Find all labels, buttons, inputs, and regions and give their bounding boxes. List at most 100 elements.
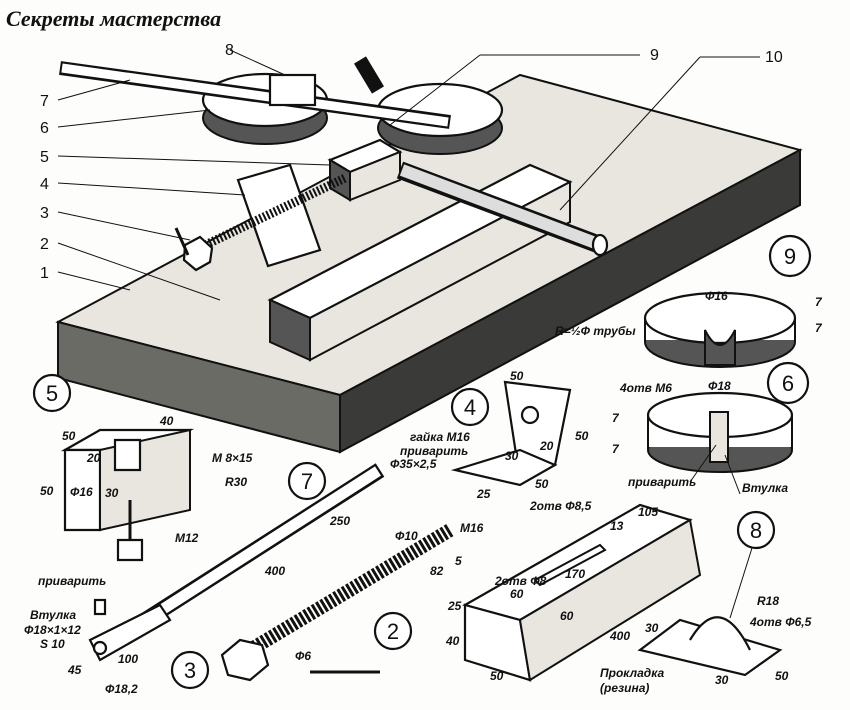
- roller-groove-section: [704, 329, 736, 366]
- part-3-l5: 5: [455, 554, 462, 568]
- bracket-base-plate: [450, 448, 558, 487]
- callout-9: 9: [650, 47, 659, 64]
- screw-thread: [246, 523, 454, 657]
- part-8-clamp: 8 R18 4отв Ф6,5 30 30 50 Прокладка (рези…: [600, 510, 812, 695]
- part-5-number: 5: [46, 381, 58, 406]
- part-5-dia: Ф16: [70, 485, 93, 499]
- part-3-screw: 3 Ф10 М16 82 5 Ф6: [170, 521, 484, 690]
- part-9-roller: 9 Ф16 R=½Ф трубы 7 7: [555, 234, 823, 368]
- callout-5: 5: [40, 149, 49, 166]
- part-3-rod: Ф10: [395, 529, 418, 543]
- part-8-number: 8: [750, 518, 762, 543]
- callout-1: 1: [40, 265, 49, 282]
- part-8-width: 50: [775, 669, 789, 683]
- callout-7: 7: [40, 93, 49, 110]
- callout-3: 3: [40, 205, 49, 222]
- callout-4: 4: [40, 176, 49, 193]
- part-3-hex-head: [220, 638, 270, 682]
- channel-side-face: [518, 518, 702, 682]
- part-2-number: 2: [387, 619, 399, 644]
- bent-tube-fill: [399, 164, 601, 250]
- screw-hex-head: [182, 235, 214, 272]
- part-5-slider-block: 5 50 40 20 50 Ф16 30 М 8×15 R30 М12: [32, 373, 253, 562]
- part-7-handle: 7 Ф35×2,5 400 250 приварить Втулка Ф18×1…: [24, 457, 437, 696]
- slider-block-side: [349, 150, 401, 202]
- part-7-hole: Ф18,2: [105, 682, 138, 696]
- part-2-height: 40: [445, 634, 460, 648]
- handle-bushing: [93, 598, 107, 616]
- part-9-h2: 7: [815, 321, 823, 335]
- part-8-d30b: 30: [715, 673, 729, 687]
- part-3-l82: 82: [430, 564, 444, 578]
- main-assembly: [55, 56, 803, 454]
- part-4-nut: гайка М16: [410, 430, 470, 444]
- callout-10: 10: [765, 49, 783, 66]
- part-7-number: 7: [301, 469, 313, 494]
- part-7-bushing: Втулка: [30, 608, 76, 622]
- part-4-holes: 2отв Ф8,5: [529, 499, 592, 513]
- part-8-holes: 4отв Ф6,5: [749, 615, 812, 629]
- bracket-plate: [236, 163, 322, 268]
- part-3-number: 3: [184, 658, 196, 683]
- part-6-weld: приварить: [628, 475, 696, 489]
- bolt-m8: [113, 438, 142, 472]
- part-4-weld: приварить: [400, 444, 468, 458]
- part-7-w45: 45: [67, 663, 82, 677]
- part-4-bracket: 4 50 50 20 30 25 50 гайка М16 приварить …: [400, 369, 592, 513]
- clamp-plate: [637, 618, 783, 677]
- channel-side: [309, 180, 571, 362]
- part-4-number: 4: [464, 395, 476, 420]
- part-6-holes: 4отв М6: [619, 381, 672, 395]
- part-2-width: 50: [490, 669, 504, 683]
- part-2-d60a: 60: [510, 587, 524, 601]
- part-6-dia: Ф18: [708, 379, 731, 393]
- part-2-length: 400: [609, 629, 630, 643]
- part-7-pipe: Ф35×2,5: [390, 457, 437, 471]
- part-7-bushing-size: Ф18×1×12: [24, 623, 81, 637]
- part-2-holes: 2отв Ф8: [494, 574, 547, 588]
- part-7-length: 400: [264, 564, 285, 578]
- channel-slot: [533, 543, 607, 587]
- handle-lever-fill: [61, 63, 449, 127]
- part-4-d50b: 50: [535, 477, 549, 491]
- bushing: [709, 411, 729, 463]
- part-5-w50: 50: [62, 429, 76, 443]
- part-8-pad-material: (резина): [600, 681, 649, 695]
- part-2-d105: 105: [638, 505, 658, 519]
- part-7-l100: 100: [118, 652, 138, 666]
- part-5-l40: 40: [159, 414, 174, 428]
- part-5-h50: 50: [40, 484, 54, 498]
- screw-handle-pin: [174, 227, 190, 256]
- part-6-h2: 7: [612, 442, 620, 456]
- part-6-h1: 7: [612, 411, 620, 425]
- part-4-d25: 25: [476, 487, 491, 501]
- part-9-callout: [768, 234, 812, 278]
- part-2-d60b: 60: [560, 609, 574, 623]
- part-2-slot: 170: [565, 567, 585, 581]
- part-8-radius: R18: [757, 594, 779, 608]
- part-9-number: 9: [784, 244, 796, 269]
- part-3-pin: Ф6: [295, 649, 311, 663]
- part-5-d20: 20: [86, 451, 101, 465]
- part-5-d30: 30: [105, 486, 119, 500]
- callout-8: 8: [225, 42, 234, 59]
- callout-2: 2: [40, 236, 49, 253]
- board-side-face: [339, 148, 801, 454]
- tube-end: [591, 233, 609, 257]
- part-7-thickness: S 10: [40, 637, 65, 651]
- part-4-width: 50: [510, 369, 524, 383]
- part-6-bushing: Втулка: [742, 481, 788, 495]
- part-2-channel: 2 2отв Ф8 25 60 170 13 105 60 400 40 50: [373, 503, 702, 683]
- part-3-thread: М16: [460, 521, 484, 535]
- part-6-roller-with-bushing: 6 4отв М6 Ф18 7 7 приварить Втулка: [612, 361, 810, 495]
- bolt-m12-head: [116, 538, 144, 562]
- part-9-radius: R=½Ф трубы: [555, 324, 636, 338]
- part-7-length-250: 250: [329, 514, 350, 528]
- part-7-weld: приварить: [38, 574, 106, 588]
- part-5-thread: М12: [175, 531, 199, 545]
- callout-6: 6: [40, 120, 49, 137]
- part-4-d20: 20: [539, 439, 554, 453]
- part-2-d25: 25: [447, 599, 462, 613]
